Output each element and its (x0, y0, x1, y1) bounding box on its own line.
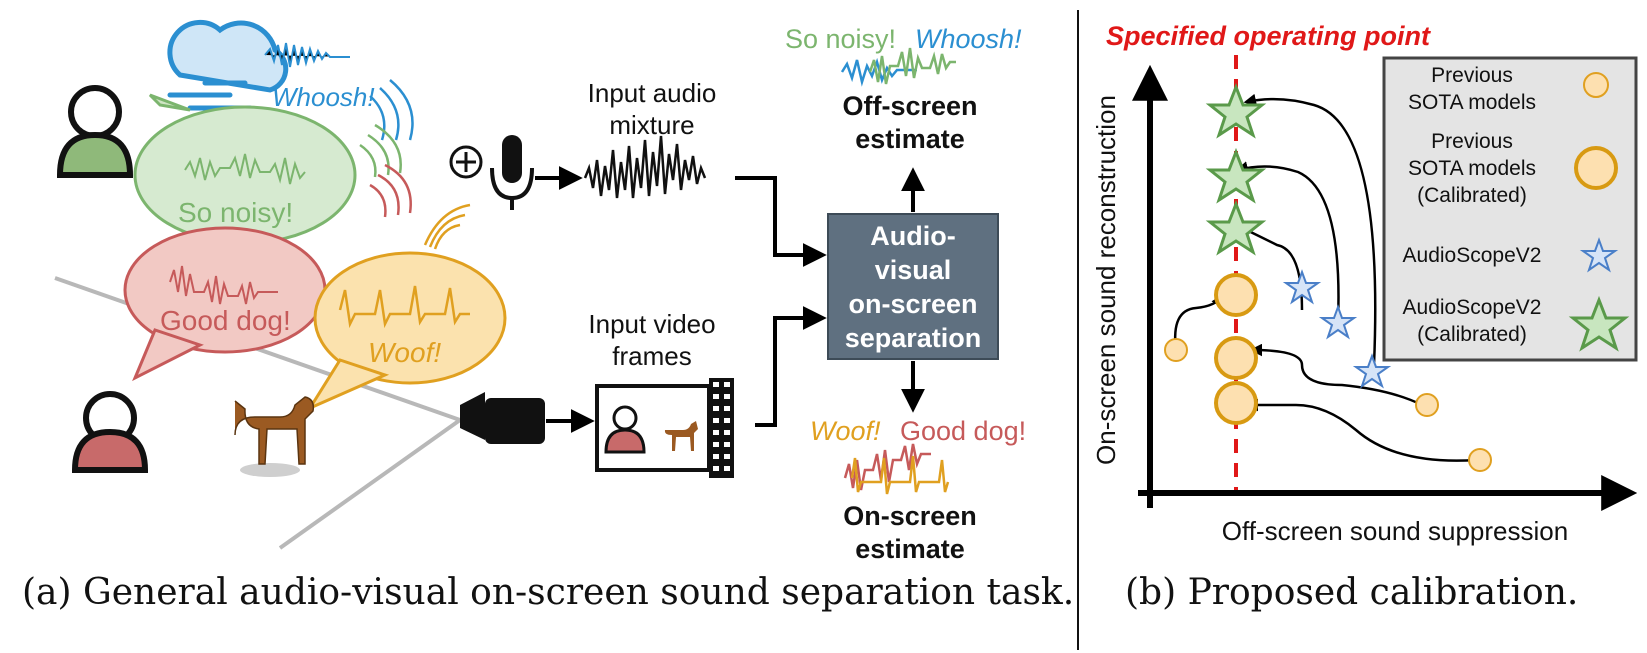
offscreen-whoosh-text: Whoosh! (915, 24, 1022, 54)
offscreen-waveform-blue (840, 57, 917, 87)
legend-prev-2: SOTA models (1408, 91, 1536, 114)
legend-asv2: AudioScopeV2 (1403, 244, 1542, 267)
wind-sound-arcs (369, 79, 414, 141)
offscreen-noisy-text: So noisy! (785, 24, 896, 54)
prev-sota-calibrated-point (1214, 336, 1258, 380)
offscreen-label-1: Off-screen (842, 91, 977, 121)
prev-sota-calibrated-point (1214, 273, 1258, 317)
asv2-point (1352, 353, 1392, 389)
asv2-calibrated-point (1205, 199, 1267, 256)
panel-a: Whoosh! So noisy! (54, 19, 1026, 564)
video-frames-icon (595, 378, 734, 478)
asv2-calibrated-point (1205, 82, 1267, 139)
offscreen-waveform-green (868, 47, 956, 85)
onscreen-label-2: estimate (855, 534, 965, 564)
legend-prevcal-1: Previous (1431, 130, 1513, 153)
bubble-green-text: So noisy! (178, 197, 293, 228)
offscreen-label-2: estimate (855, 124, 965, 154)
separation-box: Audio- visual on-screen separation (827, 213, 999, 360)
microphone-icon (490, 135, 534, 210)
speech-bubble-orange: Woof! (306, 251, 507, 412)
caption-a: (a) General audio-visual on-screen sound… (22, 572, 1075, 613)
camera-icon (460, 392, 545, 444)
speech-bubble-green: So noisy! (133, 93, 357, 245)
input-video-label-1: Input video (588, 309, 715, 339)
wind-waveform (264, 42, 350, 68)
prev-sota-calibrated-point (1214, 381, 1258, 425)
legend: Previous SOTA models Previous SOTA model… (1382, 56, 1638, 362)
legend-asv2-marker (1579, 237, 1619, 273)
onscreen-waveform-orange (850, 455, 950, 495)
x-axis-label: Off-screen sound suppression (1222, 516, 1568, 546)
caption-b: (b) Proposed calibration. (1125, 572, 1579, 613)
box-line-1: Audio- (870, 221, 955, 251)
legend-asv2cal-2: (Calibrated) (1417, 323, 1527, 346)
view-cone-lower (278, 418, 462, 550)
box-line-2: visual (875, 255, 952, 285)
prev-sota-point (1468, 448, 1492, 472)
green-sound-arcs (359, 123, 402, 178)
dog-icon (234, 396, 315, 477)
onscreen-waveform-red (843, 443, 931, 491)
onscreen-label-1: On-screen (843, 501, 977, 531)
input-audio-label-1: Input audio (588, 78, 717, 108)
arrow-video-to-box (755, 306, 827, 427)
red-sound-arcs (369, 163, 412, 218)
asv2-point (1318, 304, 1358, 340)
wind-text: Whoosh! (272, 82, 375, 112)
person-red-icon (71, 391, 149, 473)
legend-asv2cal-marker (1568, 295, 1630, 352)
panel-b: Specified operating point On-screen soun… (1091, 21, 1638, 546)
arrow-audio-to-box (735, 176, 827, 267)
asv2-point (1282, 269, 1322, 305)
speech-bubble-red: Good dog! (123, 226, 327, 382)
legend-prevcal-3: (Calibrated) (1417, 184, 1527, 207)
prev-sota-point (1415, 393, 1439, 417)
legend-prevcal-marker (1574, 146, 1618, 190)
onscreen-woof-text: Woof! (810, 416, 881, 446)
bubble-red-text: Good dog! (160, 305, 291, 336)
legend-asv2cal-1: AudioScopeV2 (1403, 296, 1542, 319)
orange-sound-arcs (423, 203, 471, 250)
panel-divider (1077, 10, 1079, 650)
wind-cloud-icon (167, 19, 289, 111)
asv2-calibrated-point (1205, 147, 1267, 204)
person-green-icon (56, 85, 134, 178)
legend-prev-1: Previous (1431, 64, 1513, 87)
onscreen-gooddog-text: Good dog! (900, 416, 1026, 446)
box-line-4: separation (845, 323, 982, 353)
y-axis-label: On-screen sound reconstruction (1091, 95, 1121, 465)
box-line-3: on-screen (848, 289, 977, 319)
legend-prevcal-2: SOTA models (1408, 157, 1536, 180)
plus-icon (449, 145, 483, 179)
input-video-label-2: frames (612, 341, 691, 371)
input-audio-waveform (583, 135, 707, 199)
bubble-orange-text: Woof! (368, 337, 441, 368)
legend-prev-marker (1583, 72, 1609, 98)
prev-sota-point (1164, 338, 1188, 362)
operating-point-label: Specified operating point (1106, 21, 1431, 51)
input-audio-label-2: mixture (609, 110, 694, 140)
